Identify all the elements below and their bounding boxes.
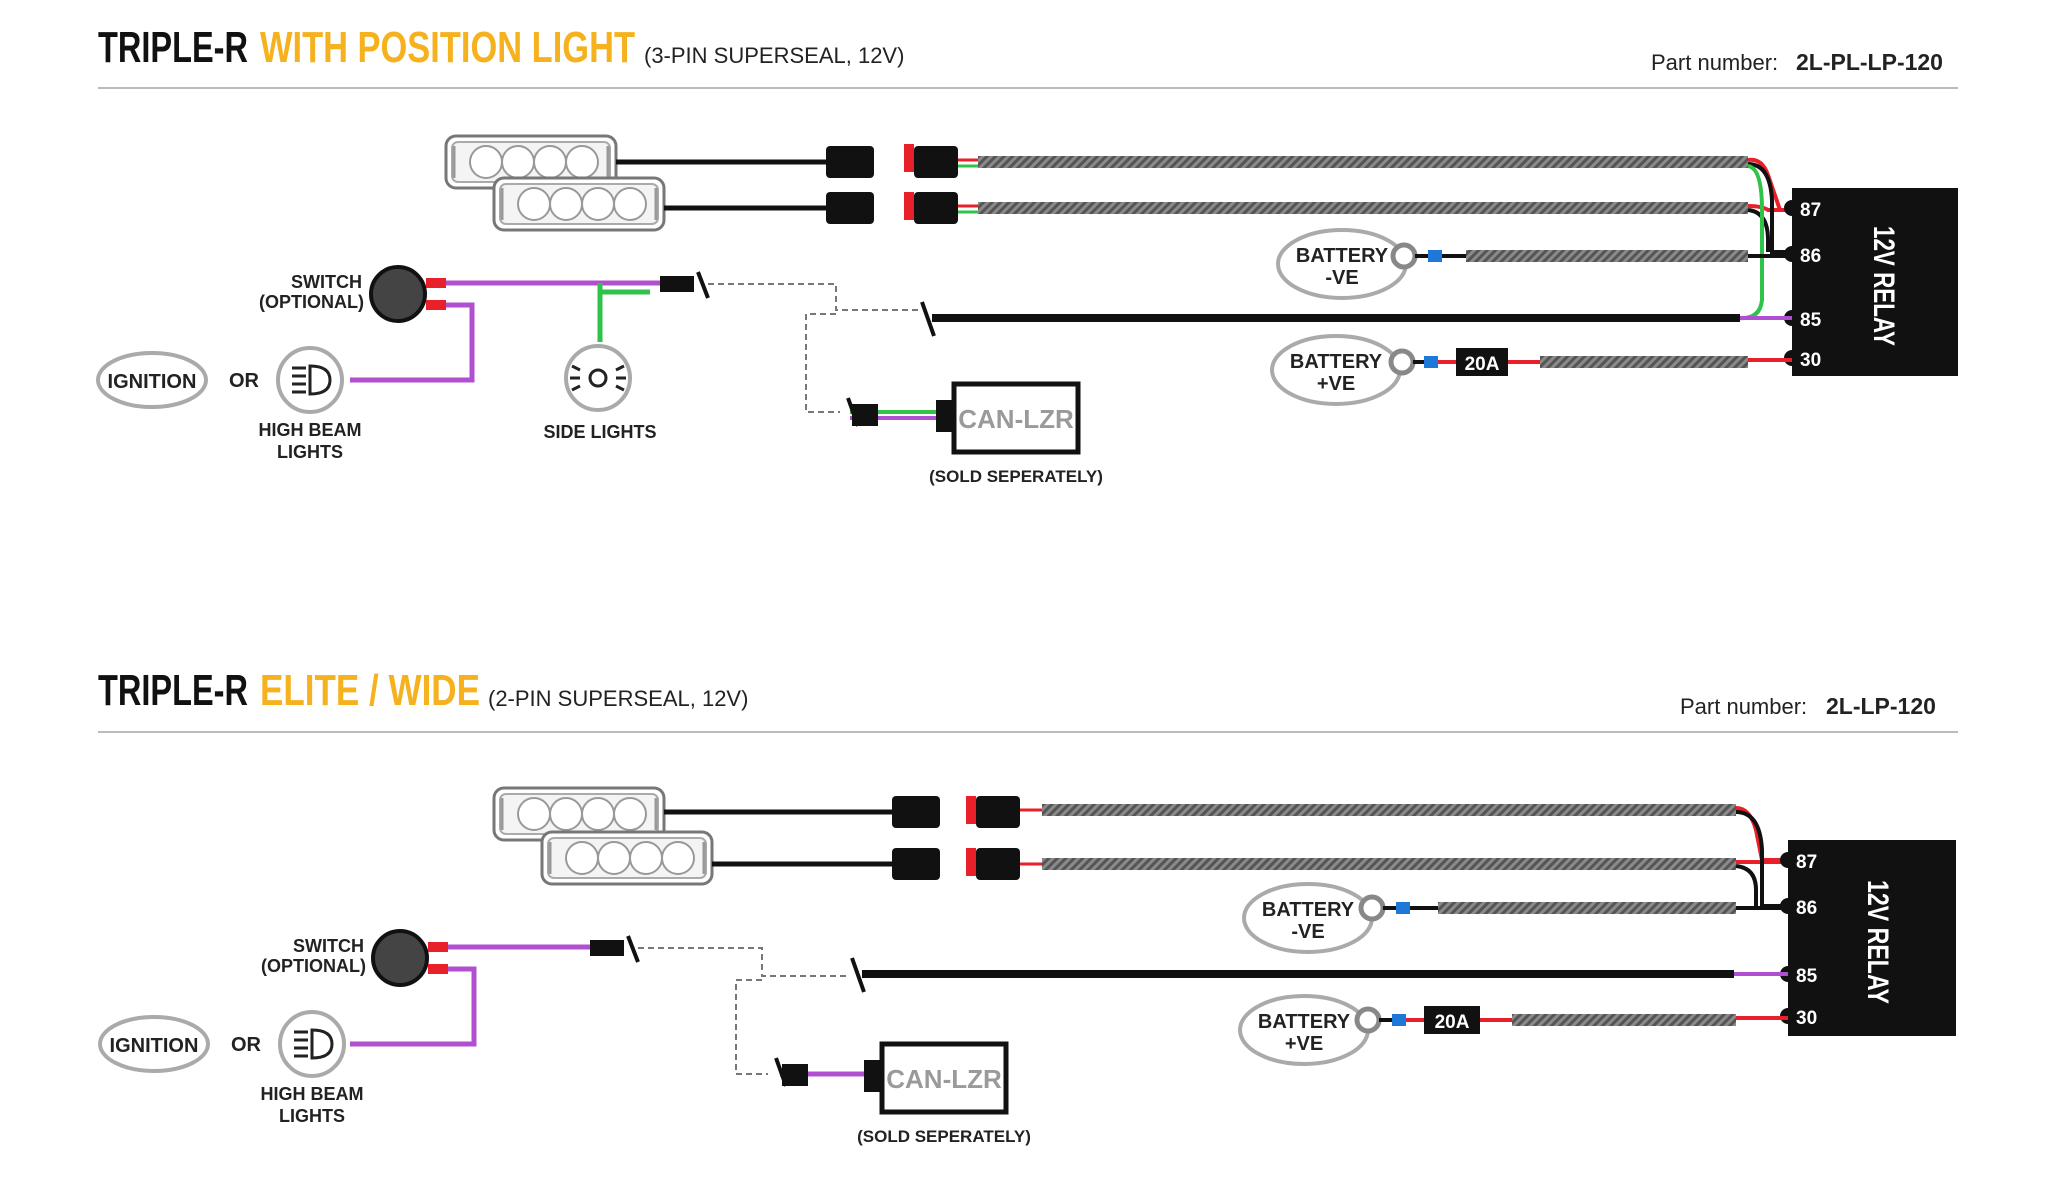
connector-socket [976, 796, 1020, 828]
sold-separately-label: (SOLD SEPERATELY) [929, 467, 1103, 486]
connector-socket [914, 192, 958, 224]
braided-harness [978, 156, 1748, 168]
connector-plug [826, 146, 874, 178]
optional-connection [805, 313, 840, 413]
wire-break-mark [920, 301, 936, 337]
wire-break-mark [850, 957, 866, 993]
braided-harness [1540, 356, 1748, 368]
part-number-value: 2L-PL-LP-120 [1796, 49, 1943, 75]
connector-plug [590, 940, 624, 956]
connector-socket [914, 146, 958, 178]
section-title-suffix: (2-PIN SUPERSEAL, 12V) [488, 686, 748, 711]
part-number-label: Part number: [1680, 694, 1807, 719]
braided-harness [1466, 250, 1748, 262]
sold-separately-label: (SOLD SEPERATELY) [857, 1127, 1031, 1146]
switch-label-1: SWITCH [291, 272, 362, 292]
side-lights-icon [564, 344, 632, 412]
braided-harness [1512, 1014, 1736, 1026]
switch-label-2: (OPTIONAL) [261, 956, 366, 976]
ring-terminal [1388, 348, 1416, 376]
can-lzr-module [879, 1041, 1009, 1115]
ignition-label: IGNITION [110, 1035, 199, 1057]
ignition-badge [98, 1015, 210, 1073]
or-label: OR [229, 370, 260, 392]
battery-positive-label-2: +VE [1317, 373, 1355, 395]
relay-pins: 87 86 85 30 [1780, 852, 1818, 1029]
section-title-prefix: TRIPLE-R [98, 666, 248, 715]
wire-break-mark [846, 397, 860, 427]
section-position-light: TRIPLE-R WITH POSITION LIGHT (3-PIN SUPE… [96, 23, 1958, 486]
wire-break-mark [696, 271, 710, 299]
light-bar-2 [492, 176, 666, 232]
ring-terminal [1390, 242, 1418, 270]
fuse-label: 20A [1465, 354, 1500, 375]
ring-terminal [1358, 894, 1386, 922]
light-bar-2 [540, 830, 714, 886]
battery-negative-label-1: BATTERY [1262, 899, 1355, 921]
relay [1788, 840, 1956, 1036]
relay [1792, 188, 1958, 376]
part-number-value: 2L-LP-120 [1826, 693, 1936, 719]
switch-label-2: (OPTIONAL) [259, 292, 364, 312]
fuse-label: 20A [1435, 1012, 1470, 1033]
or-label: OR [231, 1034, 262, 1056]
can-lzr-module [951, 381, 1081, 455]
switch-button[interactable] [369, 265, 427, 323]
side-lights-label: SIDE LIGHTS [543, 422, 656, 442]
section-title-prefix: TRIPLE-R [98, 23, 248, 72]
relay-pin-87: 87 [1800, 200, 1821, 221]
relay-label: 12V RELAY [1867, 226, 1900, 346]
relay-pin-85: 85 [1800, 310, 1822, 331]
can-lzr-label: CAN-LZR [886, 1064, 1002, 1094]
high-beam-label-2: LIGHTS [279, 1106, 345, 1126]
connector-plug [892, 848, 940, 880]
fuse [1456, 348, 1508, 376]
battery-negative-label-2: -VE [1325, 267, 1358, 289]
relay-pin-86: 86 [1796, 898, 1817, 919]
relay-pin-86: 86 [1800, 246, 1821, 267]
battery-positive-label-1: BATTERY [1290, 351, 1383, 373]
high-beam-label-2: LIGHTS [277, 442, 343, 462]
wire-break-mark [774, 1057, 788, 1087]
connector-socket [976, 848, 1020, 880]
braided-harness [1438, 902, 1736, 914]
relay-pin-30: 30 [1796, 1008, 1817, 1029]
braided-harness [1042, 804, 1736, 816]
switch-button[interactable] [371, 929, 429, 987]
section-title-suffix: (3-PIN SUPERSEAL, 12V) [644, 43, 904, 68]
switch-label-1: SWITCH [293, 936, 364, 956]
high-beam-label-1: HIGH BEAM [259, 420, 362, 440]
connector-plug [892, 796, 940, 828]
high-beam-label-1: HIGH BEAM [261, 1084, 364, 1104]
optional-connection [708, 283, 920, 311]
section-title-accent: ELITE / WIDE [260, 666, 480, 715]
connector-plug [660, 276, 694, 292]
connector-plug [826, 192, 874, 224]
battery-negative-label-2: -VE [1291, 921, 1324, 943]
part-number-label: Part number: [1651, 50, 1778, 75]
relay-pin-30: 30 [1800, 350, 1821, 371]
relay-pin-85: 85 [1796, 966, 1818, 987]
optional-connection [638, 947, 850, 977]
relay-pin-87: 87 [1796, 852, 1817, 873]
battery-positive-label-2: +VE [1285, 1033, 1323, 1055]
wire-break-mark [626, 935, 640, 963]
section-elite-wide: TRIPLE-R ELITE / WIDE (2-PIN SUPERSEAL, … [98, 666, 1958, 1146]
ring-terminal [1354, 1006, 1382, 1034]
braided-harness [1042, 858, 1736, 870]
braided-harness [978, 202, 1748, 214]
battery-positive-label-1: BATTERY [1258, 1011, 1351, 1033]
section-title-accent: WITH POSITION LIGHT [260, 23, 635, 72]
optional-connection [735, 979, 768, 1075]
fuse [1424, 1006, 1480, 1034]
battery-negative-label-1: BATTERY [1296, 245, 1389, 267]
relay-label: 12V RELAY [1861, 880, 1894, 1004]
ignition-label: IGNITION [108, 371, 197, 393]
ignition-badge [96, 351, 208, 409]
can-lzr-label: CAN-LZR [958, 404, 1074, 434]
